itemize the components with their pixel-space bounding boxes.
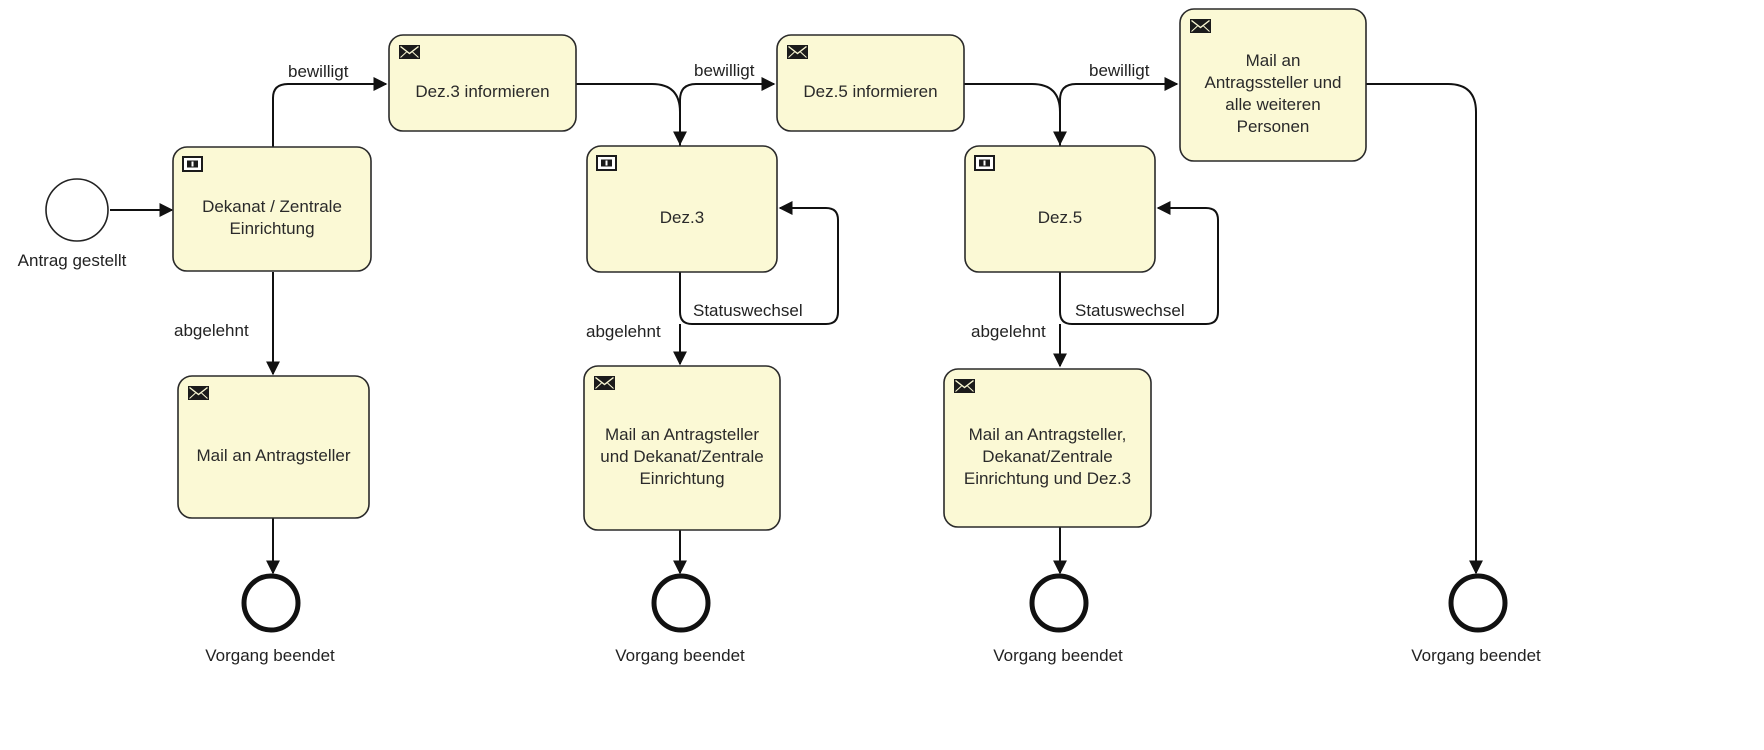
edge-label-approved-2: bewilligt [694,61,755,80]
task-box [583,365,781,531]
manual-task-icon [182,156,203,172]
mail-task-icon [1190,19,1211,33]
end-event-4[interactable] [1448,573,1508,633]
mail-task-icon [954,379,975,393]
edge-label-rejected-1: abgelehnt [174,321,249,340]
flow-final-mail-to-end [1366,83,1483,575]
task-label-line: Antragssteller und [1204,73,1341,92]
edge-label-approved-1: bewilligt [288,62,349,81]
mail-task-icon [594,376,615,390]
task-box [177,375,370,519]
task-label-line: Dez.5 [1038,208,1082,227]
flow-dez3-status-loop [679,201,839,325]
task-label-line: Personen [1237,117,1310,136]
edge-label-approved-3: bewilligt [1089,61,1150,80]
start-event[interactable] [45,178,109,242]
flow-dez3-approved [679,77,776,146]
task-label-line: Mail an Antragsteller, [969,425,1127,444]
task-label-line: Einrichtung [229,219,314,238]
task-label-line: Mail an Antragsteller [605,425,759,444]
task-inform-dez3[interactable]: Dez.3 informieren [388,34,577,132]
end-event-4-label: Vorgang beendet [1411,646,1541,665]
manual-task-icon [596,155,617,171]
manual-task-icon [974,155,995,171]
end-event-1-label: Vorgang beendet [205,646,335,665]
end-event-2-label: Vorgang beendet [615,646,745,665]
edge-label-rejected-2: abgelehnt [586,322,661,341]
end-event-3-label: Vorgang beendet [993,646,1123,665]
mail-task-icon [787,45,808,59]
task-dez3[interactable]: Dez.3 [586,145,778,273]
task-box [1179,8,1367,162]
task-box [172,146,372,272]
task-box [964,145,1156,273]
mail-task-icon [188,386,209,400]
edge-label-rejected-3: abgelehnt [971,322,1046,341]
flow-dekanat-approved [272,77,388,148]
task-label-line: Einrichtung [639,469,724,488]
task-box [388,34,577,132]
task-label-line: Dez.5 informieren [803,82,937,101]
task-box [586,145,778,273]
flow-inform-dez3-to-dez3 [576,83,687,146]
task-box [943,368,1152,528]
end-event-2[interactable] [651,573,711,633]
task-label-line: Mail an [1246,51,1301,70]
flow-dez5-approved [1059,77,1179,146]
start-event-label: Antrag gestellt [18,251,127,270]
flow-dez5-status-loop [1059,201,1219,325]
task-box [776,34,965,132]
flow-inform-dez5-to-dez5 [964,83,1067,146]
task-mail-rejected-2[interactable]: Mail an Antragsteller und Dekanat/Zentral… [583,365,781,531]
task-mail-rejected-3[interactable]: Mail an Antragsteller, Dekanat/ZentraleEi… [943,368,1152,528]
task-label-line: alle weiteren [1225,95,1320,114]
task-label-line: Dekanat / Zentrale [202,197,342,216]
end-event-1[interactable] [241,573,301,633]
task-label-line: Dez.3 [660,208,704,227]
task-label-line: Mail an Antragsteller [196,446,350,465]
mail-task-icon [399,45,420,59]
task-label-line: Dekanat/Zentrale [982,447,1112,466]
task-mail-final[interactable]: Mail an Antragssteller und alle weiterenPe… [1179,8,1367,162]
task-mail-rejected-1[interactable]: Mail an Antragsteller [177,375,370,519]
task-inform-dez5[interactable]: Dez.5 informieren [776,34,965,132]
edge-label-status-2: Statuswechsel [1075,301,1185,320]
task-label-line: und Dekanat/Zentrale [600,447,764,466]
task-dez5[interactable]: Dez.5 [964,145,1156,273]
task-label-line: Einrichtung und Dez.3 [964,469,1131,488]
end-event-3[interactable] [1029,573,1089,633]
task-label-line: Dez.3 informieren [415,82,549,101]
edge-label-status-1: Statuswechsel [693,301,803,320]
